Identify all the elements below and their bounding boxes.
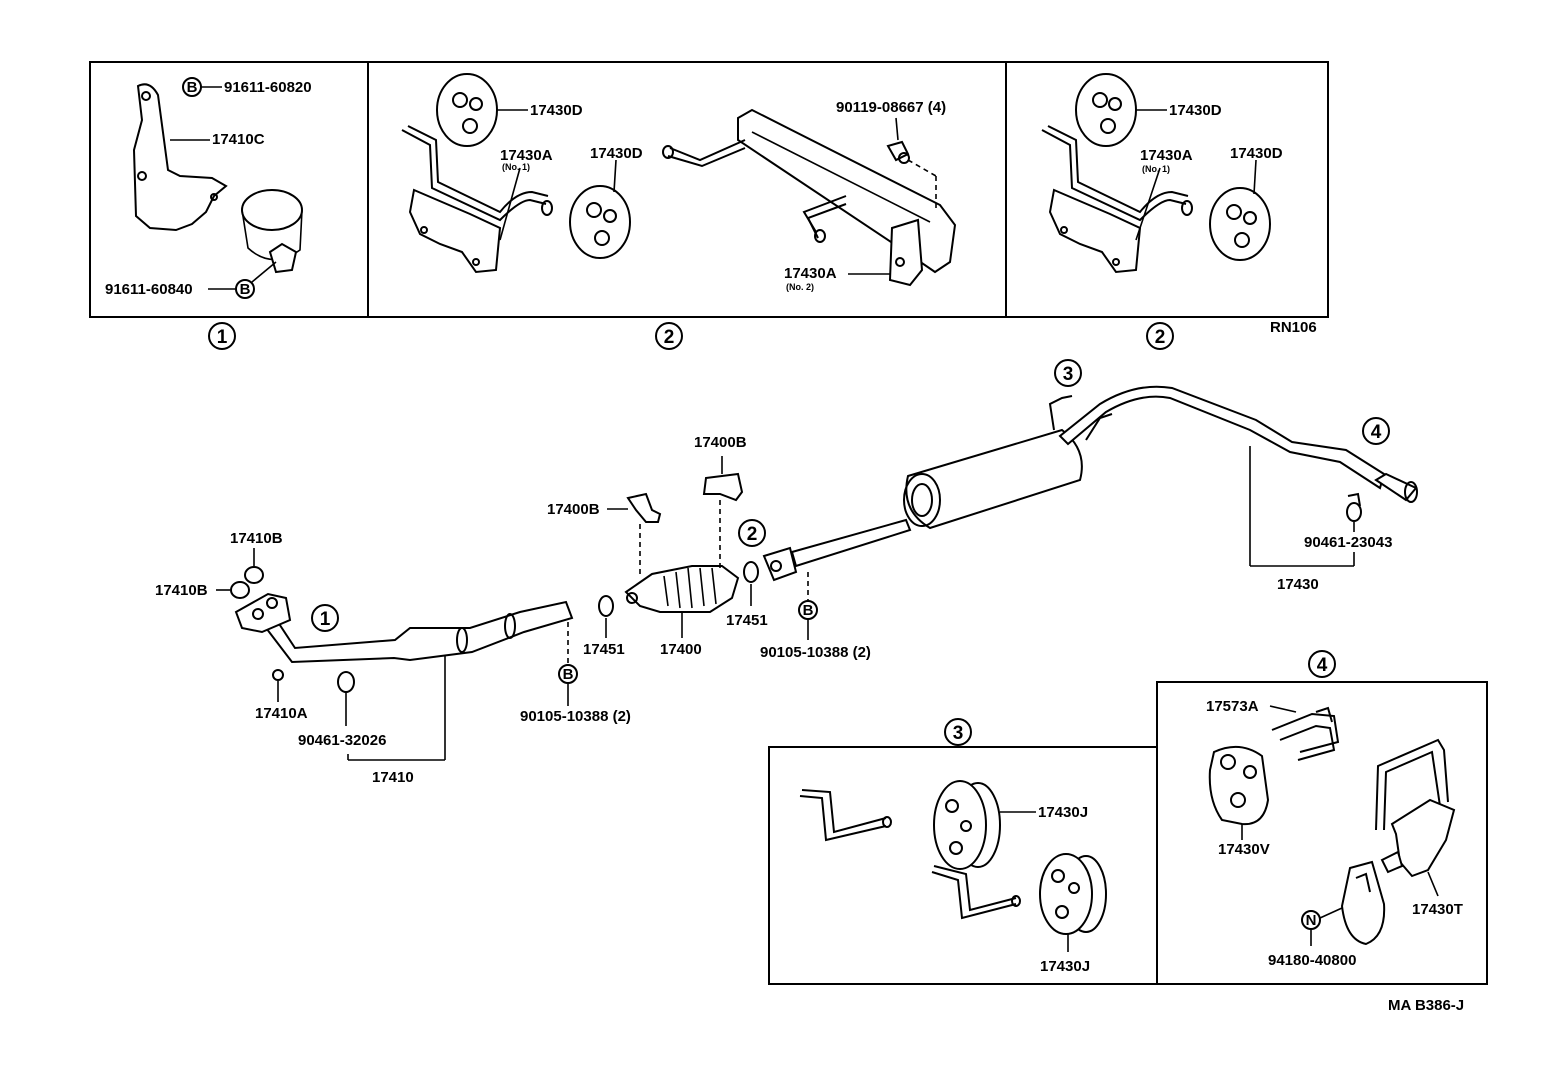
callout-1-main: 1 <box>311 604 339 632</box>
top-panels-frame <box>89 61 1329 318</box>
code-rn106: RN106 <box>1270 319 1317 336</box>
label-no1: (No. 1) <box>1142 164 1170 174</box>
svg-text:2: 2 <box>747 524 758 545</box>
rubber-hanger-17430j-bottom-drawing <box>1039 853 1107 935</box>
detail-panel-2b: 17430D 17430A (No. 1) 17430D <box>1041 73 1283 274</box>
rubber-hanger-17430v-drawing <box>1208 745 1270 826</box>
bolt-marker-b-top: B <box>182 77 202 97</box>
label-17430t: 17430T <box>1412 901 1463 918</box>
callout-2-under-a: 2 <box>655 322 683 350</box>
bolt-marker-b-right: B <box>798 600 818 620</box>
code-ma-b386-j: MA B386-J <box>1388 997 1464 1014</box>
marker-b-text: B <box>187 79 198 96</box>
label-17430j-bottom: 17430J <box>1040 958 1090 975</box>
svg-text:4: 4 <box>1371 422 1382 443</box>
rubber-hanger-17430d-top-drawing <box>436 73 498 147</box>
label-17430d-mid: 17430D <box>1230 145 1283 162</box>
label-17573a: 17573A <box>1206 698 1259 715</box>
detail-panel-4: 4 17573A 17430V 17430T N 941 <box>1156 650 1488 985</box>
label-17430j-top: 17430J <box>1038 804 1088 821</box>
detail-panel-1: B 91611-60820 17410C 91611-60840 B <box>105 77 312 299</box>
bracket-17430a-no1-drawing <box>1041 129 1187 222</box>
bracket-17410c-drawing <box>132 83 228 232</box>
svg-text:2: 2 <box>1155 327 1166 348</box>
svg-text:4: 4 <box>1317 655 1328 676</box>
label-17430a-no1: 17430A <box>500 147 553 164</box>
front-pipe-17410-drawing <box>258 600 574 664</box>
label-no2: (No. 2) <box>786 282 814 292</box>
svg-text:3: 3 <box>953 723 964 744</box>
label-17410: 17410 <box>372 769 414 786</box>
catalytic-converter-17400-drawing <box>624 565 740 613</box>
detail-panel-3: 3 17430J 17430J <box>768 718 1158 985</box>
bolt-marker-b-left: B <box>558 664 578 684</box>
label-94180-40800: 94180-40800 <box>1268 952 1356 969</box>
top-panels <box>89 61 1329 318</box>
label-90119-08667: 90119-08667 (4) <box>836 99 946 116</box>
label-17430d-top: 17430D <box>1169 102 1222 119</box>
label-17410b-a: 17410B <box>230 530 283 547</box>
callout-3-panel: 3 <box>944 718 972 746</box>
rubber-hanger-17430d-mid-drawing <box>1209 187 1271 261</box>
svg-text:2: 2 <box>664 327 675 348</box>
rubber-hanger-17430j-top-drawing <box>933 780 1001 870</box>
panel-4-frame <box>1156 681 1488 985</box>
callout-2-main: 2 <box>738 519 766 547</box>
rubber-hanger-17430d-top-drawing <box>1075 73 1137 147</box>
crossmember-drawing <box>737 108 957 274</box>
label-no1: (No. 1) <box>502 162 530 172</box>
label-17400b-left: 17400B <box>547 501 600 518</box>
main-exhaust-assembly: 17410B 17410B 17410A 90461-32026 17410 1… <box>155 359 1418 786</box>
label-17400: 17400 <box>660 641 702 658</box>
label-17430v: 17430V <box>1218 841 1270 858</box>
tail-pipe-17430-drawing <box>1058 385 1386 490</box>
svg-text:3: 3 <box>1063 364 1074 385</box>
center-pipe-drawing <box>790 518 912 568</box>
callout-4-main: 4 <box>1362 417 1390 445</box>
label-17430a-no2: 17430A <box>784 265 837 282</box>
detail-panel-2a: 17430D 17430A (No. 1) 17430D <box>401 73 957 292</box>
label-17410c: 17410C <box>212 131 265 148</box>
label-17410a: 17410A <box>255 705 308 722</box>
callout-3-main: 3 <box>1054 359 1082 387</box>
svg-text:B: B <box>563 666 574 683</box>
label-17430a-no1: 17430A <box>1140 147 1193 164</box>
label-17430d-top: 17430D <box>530 102 583 119</box>
nut-marker-n: N <box>1301 910 1321 930</box>
callout-1-under: 1 <box>208 322 236 350</box>
label-91611-60840: 91611-60840 <box>105 281 193 298</box>
svg-text:N: N <box>1306 912 1317 929</box>
label-17430: 17430 <box>1277 576 1319 593</box>
marker-b-text: B <box>240 281 251 298</box>
label-17410b-b: 17410B <box>155 582 208 599</box>
label-90105-10388-right: 90105-10388 (2) <box>760 644 871 661</box>
label-17430d-mid: 17430D <box>590 145 643 162</box>
label-17451-right: 17451 <box>726 612 768 629</box>
label-90461-32026: 90461-32026 <box>298 732 386 749</box>
label-17451-left: 17451 <box>583 641 625 658</box>
label-90461-23043: 90461-23043 <box>1304 534 1392 551</box>
clamp-ring-drawing <box>241 189 303 231</box>
svg-text:B: B <box>803 602 814 619</box>
bracket-17430a-no1-drawing <box>401 129 547 222</box>
label-17400b-top: 17400B <box>694 434 747 451</box>
bolt-marker-b-bottom: B <box>235 279 255 299</box>
rubber-hanger-17430d-mid-drawing <box>569 185 631 259</box>
callout-2-under-b: 2 <box>1146 322 1174 350</box>
svg-text:1: 1 <box>320 609 331 630</box>
label-91611-60820: 91611-60820 <box>224 79 312 96</box>
svg-text:1: 1 <box>217 327 228 348</box>
label-90105-10388-left: 90105-10388 (2) <box>520 708 631 725</box>
callout-4-panel: 4 <box>1308 650 1336 678</box>
